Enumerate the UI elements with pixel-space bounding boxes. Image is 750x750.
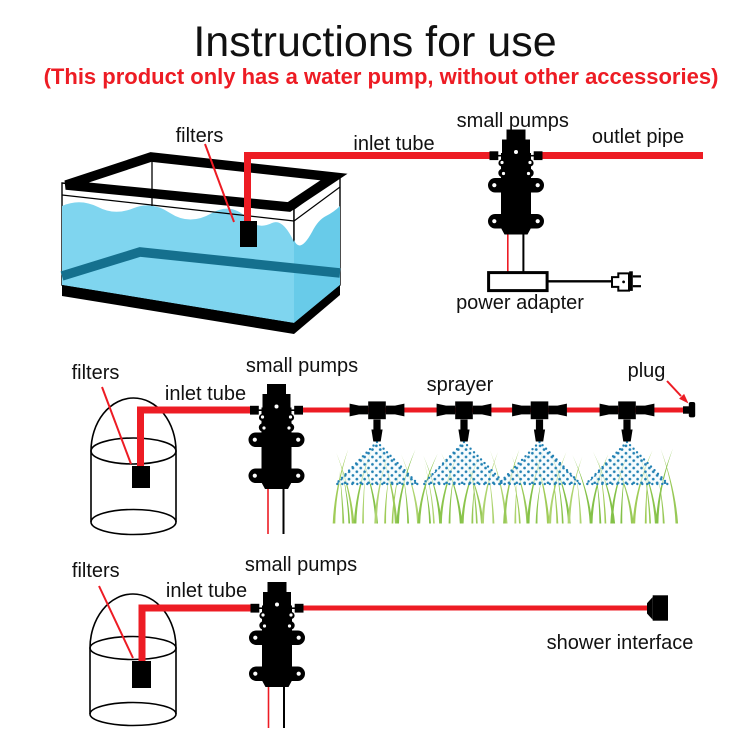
svg-text:filters: filters <box>72 362 120 384</box>
svg-text:small pumps: small pumps <box>246 355 358 377</box>
svg-text:filters: filters <box>72 560 120 582</box>
svg-text:filters: filters <box>176 125 224 147</box>
svg-text:small pumps: small pumps <box>457 110 569 132</box>
svg-text:power adapter: power adapter <box>456 292 584 314</box>
svg-text:inlet tube: inlet tube <box>166 580 247 602</box>
svg-text:inlet tube: inlet tube <box>353 133 434 155</box>
svg-text:(This product only has a water: (This product only has a water pump, wit… <box>44 64 719 89</box>
svg-text:sprayer: sprayer <box>427 374 494 396</box>
svg-text:shower interface: shower interface <box>547 632 694 654</box>
svg-text:inlet tube: inlet tube <box>165 383 246 405</box>
svg-text:Instructions for use: Instructions for use <box>193 18 556 66</box>
svg-text:outlet pipe: outlet pipe <box>592 126 684 148</box>
svg-text:small pumps: small pumps <box>245 554 357 576</box>
svg-text:plug: plug <box>628 360 666 382</box>
